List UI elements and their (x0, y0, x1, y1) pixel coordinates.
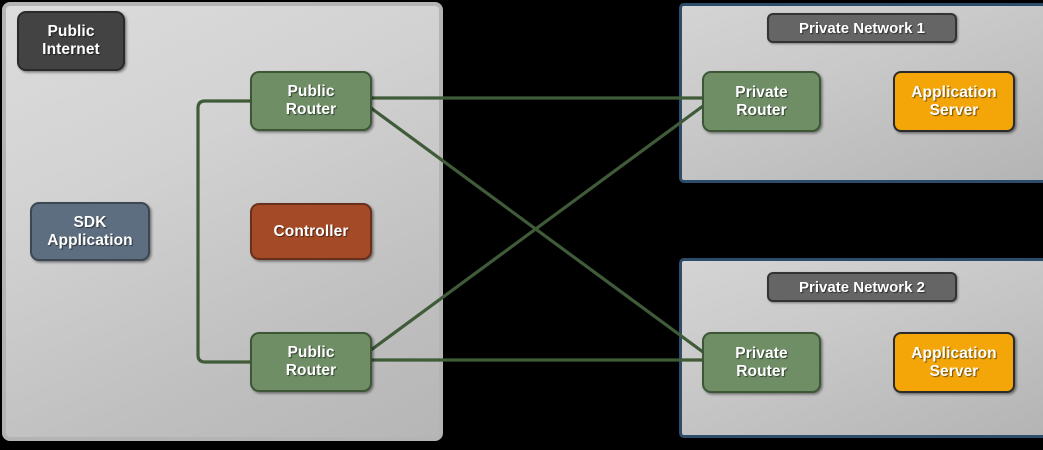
application-server-2-line2: Server (929, 362, 979, 380)
private-network-2-badge: Private Network 2 (767, 272, 957, 302)
sdk-application-node[interactable]: SDK Application (30, 202, 150, 261)
private-router-2-node[interactable]: Private Router (702, 332, 821, 393)
public-router-bottom-line1: Public (287, 344, 335, 362)
private-router-1-line2: Router (736, 101, 787, 119)
public-router-bottom-node[interactable]: Public Router (250, 332, 372, 392)
private-router-1-node[interactable]: Private Router (702, 71, 821, 132)
public-internet-label-line2: Internet (42, 41, 100, 58)
application-server-1-node[interactable]: Application Server (893, 71, 1015, 132)
application-server-1-line2: Server (929, 101, 979, 119)
private-router-2-line2: Router (736, 362, 787, 380)
public-internet-label: Public Internet (17, 11, 125, 71)
application-server-2-node[interactable]: Application Server (893, 332, 1015, 393)
private-network-1-badge: Private Network 1 (767, 13, 957, 43)
private-router-2-line1: Private (735, 344, 788, 362)
sdk-application-line1: SDK (73, 213, 107, 231)
private-network-2-badge-label: Private Network 2 (799, 278, 925, 296)
application-server-1-line1: Application (911, 83, 997, 101)
private-network-1-badge-label: Private Network 1 (799, 19, 925, 37)
application-server-2-line1: Application (911, 344, 997, 362)
controller-node[interactable]: Controller (250, 203, 372, 260)
sdk-application-line2: Application (47, 231, 133, 249)
public-router-top-line2: Router (285, 101, 337, 118)
public-router-top-line1: Public (287, 83, 335, 101)
controller-label: Controller (273, 222, 349, 240)
public-router-top-node[interactable]: Public Router (250, 71, 372, 131)
public-internet-label-line1: Public (47, 23, 95, 41)
private-router-1-line1: Private (735, 83, 788, 101)
public-router-bottom-line2: Router (285, 362, 337, 379)
